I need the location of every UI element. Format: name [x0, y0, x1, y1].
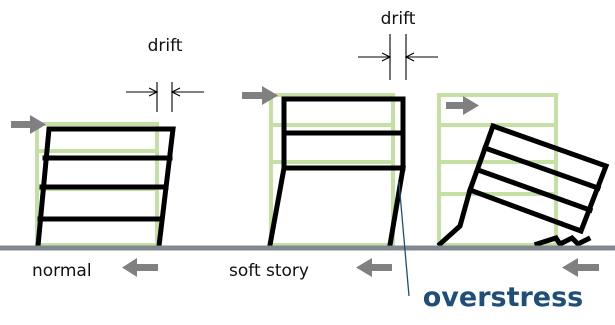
- collapsed-building-panel: [436, 93, 610, 248]
- collapsed-rubble: [533, 234, 592, 248]
- normal-drift-indicator: [126, 82, 204, 112]
- soft-story-building-panel: drift: [242, 9, 438, 248]
- collapsed-original-outline: [437, 93, 558, 247]
- soft-story-ground-arrow: [356, 258, 392, 277]
- normal-building-panel: drift: [11, 36, 204, 249]
- normal-label: normal: [32, 261, 92, 281]
- collapsed-tilted-block: [466, 122, 610, 235]
- collapsed-broken-column: [436, 186, 474, 248]
- collapsed-ground-arrow: [562, 258, 599, 277]
- soft-story-drift-label: drift: [381, 9, 416, 29]
- soft-story-drift-indicator: [358, 34, 438, 80]
- normal-force-arrow: [11, 115, 46, 134]
- soft-story-label: soft story: [229, 261, 309, 281]
- normal-ground-arrow: [122, 258, 158, 277]
- collapsed-tilted-floor-1: [481, 144, 602, 192]
- soft-story-left-column: [267, 165, 287, 248]
- overstress-label: overstress: [423, 282, 584, 313]
- collapsed-tilted-floor-2: [474, 166, 594, 214]
- soft-story-force-arrow: [242, 86, 278, 105]
- overstress-leader-line: [398, 181, 410, 297]
- soft-story-right-column: [387, 165, 406, 248]
- normal-drift-label: drift: [148, 36, 183, 56]
- collapsed-force-arrow: [446, 96, 479, 115]
